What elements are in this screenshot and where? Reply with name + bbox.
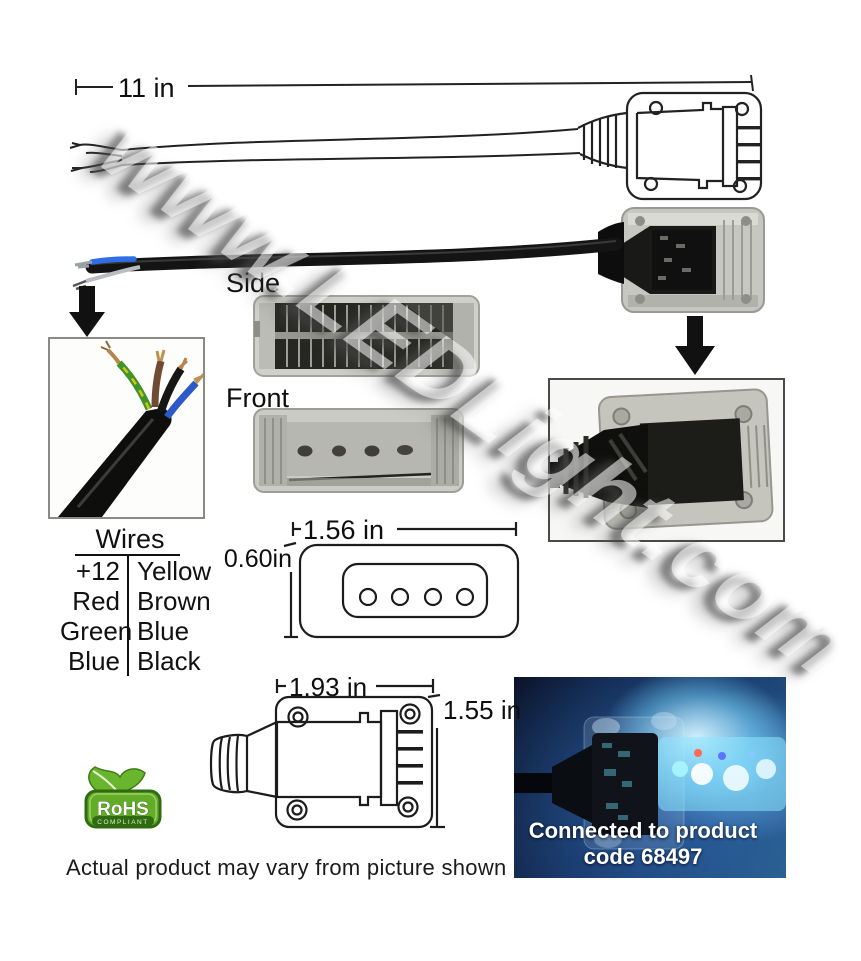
wires-table-title: Wires <box>95 524 165 554</box>
face-dimension-drawing: 1.56 in 0.60in <box>224 515 520 639</box>
side-view-graphic <box>253 295 480 377</box>
dimension-cable-length: 11 in <box>75 73 754 103</box>
rohs-subtitle: COMPLIANT <box>97 819 148 826</box>
front-view-graphic <box>253 408 464 493</box>
connector-front-graphic <box>550 388 774 530</box>
photo-caption-line2: code 68497 <box>583 844 703 869</box>
connector-photo-graphic <box>621 207 765 313</box>
connector-photo-top <box>620 204 766 316</box>
disclaimer-text: Actual product may vary from picture sho… <box>66 855 507 880</box>
side-view-photo <box>253 291 480 381</box>
wire-color: Black <box>137 646 201 676</box>
connector-front-photo-framed <box>548 378 785 542</box>
face-width-label: 1.56 in <box>303 515 384 545</box>
cable-line-drawing <box>69 128 581 173</box>
wire-function: Green <box>60 616 133 646</box>
cable-photo <box>72 222 624 291</box>
cable-length-label: 11 in <box>118 73 175 103</box>
rohs-title: RoHS <box>97 799 149 820</box>
wire-function: Blue <box>60 646 129 676</box>
front-view-photo <box>253 406 464 494</box>
down-arrow-right-icon <box>675 316 715 375</box>
photo-caption-line1: Connected to product <box>528 818 758 843</box>
wire-color: Brown <box>137 586 211 616</box>
plug-dimension-drawing: 1.93 in 1.55 in <box>209 672 521 829</box>
rohs-badge-graphic: RoHS COMPLIANT <box>84 766 162 829</box>
wires-table: Wires +12 Yellow Red Brown Green Blue Bl… <box>60 524 212 676</box>
face-height-label: 0.60in <box>224 545 292 573</box>
wire-color: Blue <box>137 616 190 646</box>
rohs-badge: RoHS COMPLIANT <box>80 765 166 835</box>
connector-line-drawing <box>577 91 763 201</box>
wire-color: Yellow <box>137 556 212 586</box>
connected-led-photo: Connected to product code 68497 <box>514 677 786 878</box>
plug-height-label: 1.55 in <box>443 695 521 725</box>
wires-table-rule <box>75 554 180 556</box>
stripped-wires-graphic <box>58 340 206 517</box>
front-view-label: Front <box>226 383 290 413</box>
wire-function: +12 <box>60 556 129 586</box>
stripped-wires-photo <box>48 337 206 519</box>
connected-led-graphic <box>514 712 786 850</box>
wire-function: Red <box>60 586 129 616</box>
side-view-label: Side <box>226 268 281 298</box>
down-arrow-left-icon <box>69 286 105 337</box>
